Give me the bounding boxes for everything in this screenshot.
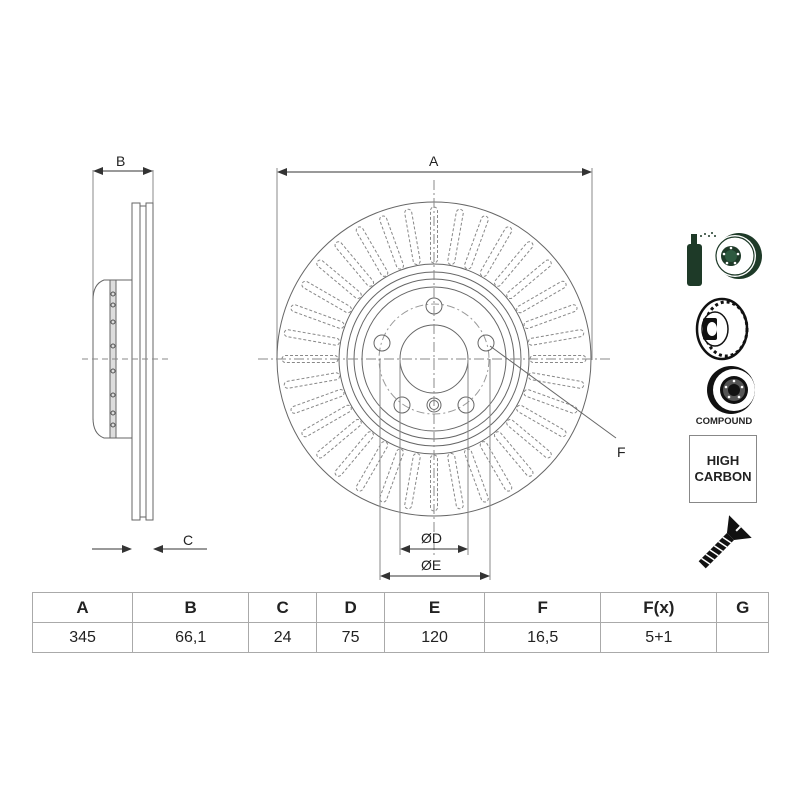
header-a: A	[31, 592, 134, 623]
value-a: 345	[31, 622, 134, 653]
value-f: 16,5	[484, 622, 602, 653]
spec-table-value-row: 345 66,1 24 75 120 16,5 5+1	[31, 622, 769, 653]
compound-disc-icon	[707, 366, 755, 414]
high-carbon-badge: HIGH CARBON	[689, 435, 757, 503]
value-fx: 5+1	[600, 622, 718, 653]
header-g: G	[716, 592, 769, 623]
value-c: 24	[248, 622, 318, 653]
spec-table-header-row: A B C D E F F(x) G	[31, 592, 769, 623]
header-d: D	[316, 592, 386, 623]
screw-icon	[698, 515, 752, 569]
header-c: C	[248, 592, 318, 623]
coated-disc-icon	[687, 232, 762, 286]
side-view	[82, 167, 207, 553]
header-fx: F(x)	[600, 592, 718, 623]
high-carbon-line1: HIGH	[706, 453, 740, 468]
front-view	[258, 168, 617, 580]
high-carbon-line2: CARBON	[694, 469, 752, 484]
dim-d-label: ØD	[421, 530, 442, 546]
spec-table: A B C D E F F(x) G 345 66,1 24 75 120 16…	[31, 592, 769, 653]
vented-disc-icon	[695, 297, 749, 361]
dim-a-label: A	[429, 153, 439, 169]
value-e: 120	[384, 622, 486, 653]
dim-f-label: F	[617, 444, 626, 460]
value-g	[716, 622, 769, 653]
header-b: B	[132, 592, 250, 623]
value-d: 75	[316, 622, 386, 653]
value-b: 66,1	[132, 622, 250, 653]
technical-drawing: B C	[82, 153, 762, 580]
header-f: F	[484, 592, 602, 623]
header-e: E	[384, 592, 486, 623]
dim-e-label: ØE	[421, 557, 441, 573]
dim-b-label: B	[116, 153, 125, 169]
compound-label: COMPOUND	[695, 416, 753, 427]
dim-c-label: C	[183, 532, 193, 548]
